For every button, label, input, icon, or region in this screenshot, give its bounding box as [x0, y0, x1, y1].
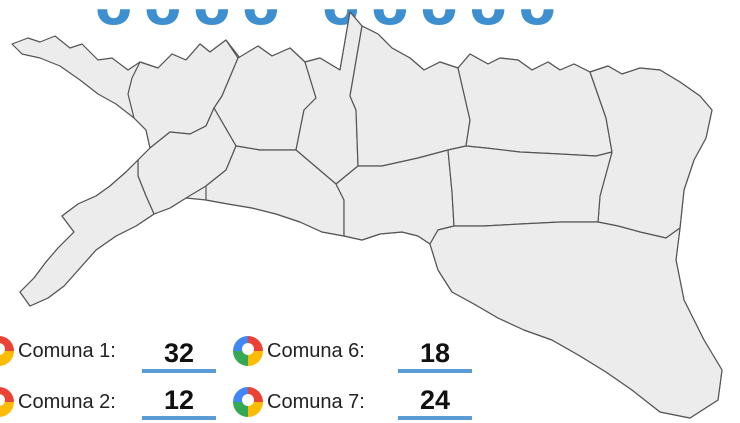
- legend-item-comuna-2: Comuna 2:: [0, 387, 116, 417]
- title-fragment-cropped: ᴗᴗᴗᴗ ᴗᴗᴗᴗᴗ: [95, 0, 568, 37]
- district-east-middle: [447, 145, 613, 227]
- comuna-1-label: Comuna 1:: [18, 339, 116, 362]
- legend-item-comuna-7: Comuna 7:: [233, 387, 365, 417]
- map-pin-icon: [0, 387, 14, 417]
- district-south: [429, 221, 723, 419]
- district-center-east: [335, 149, 455, 245]
- map-pin-icon: [233, 387, 263, 417]
- district-center: [205, 145, 345, 237]
- legend-item-comuna-1: Comuna 1:: [0, 336, 116, 366]
- map-pin-icon: [233, 336, 263, 366]
- district-north-4: [457, 53, 613, 157]
- comuna-2-label: Comuna 2:: [18, 390, 116, 413]
- comuna-7-value: 24: [398, 385, 472, 420]
- comuna-6-value: 18: [398, 338, 472, 373]
- comuna-2-value: 12: [142, 385, 216, 420]
- district-north-3: [349, 25, 471, 167]
- comuna-7-label: Comuna 7:: [267, 390, 365, 413]
- district-southwest: [19, 159, 155, 307]
- map-pin-icon: [0, 336, 14, 366]
- comuna-1-value: 32: [142, 338, 216, 373]
- comuna-6-label: Comuna 6:: [267, 339, 365, 362]
- legend-item-comuna-6: Comuna 6:: [233, 336, 365, 366]
